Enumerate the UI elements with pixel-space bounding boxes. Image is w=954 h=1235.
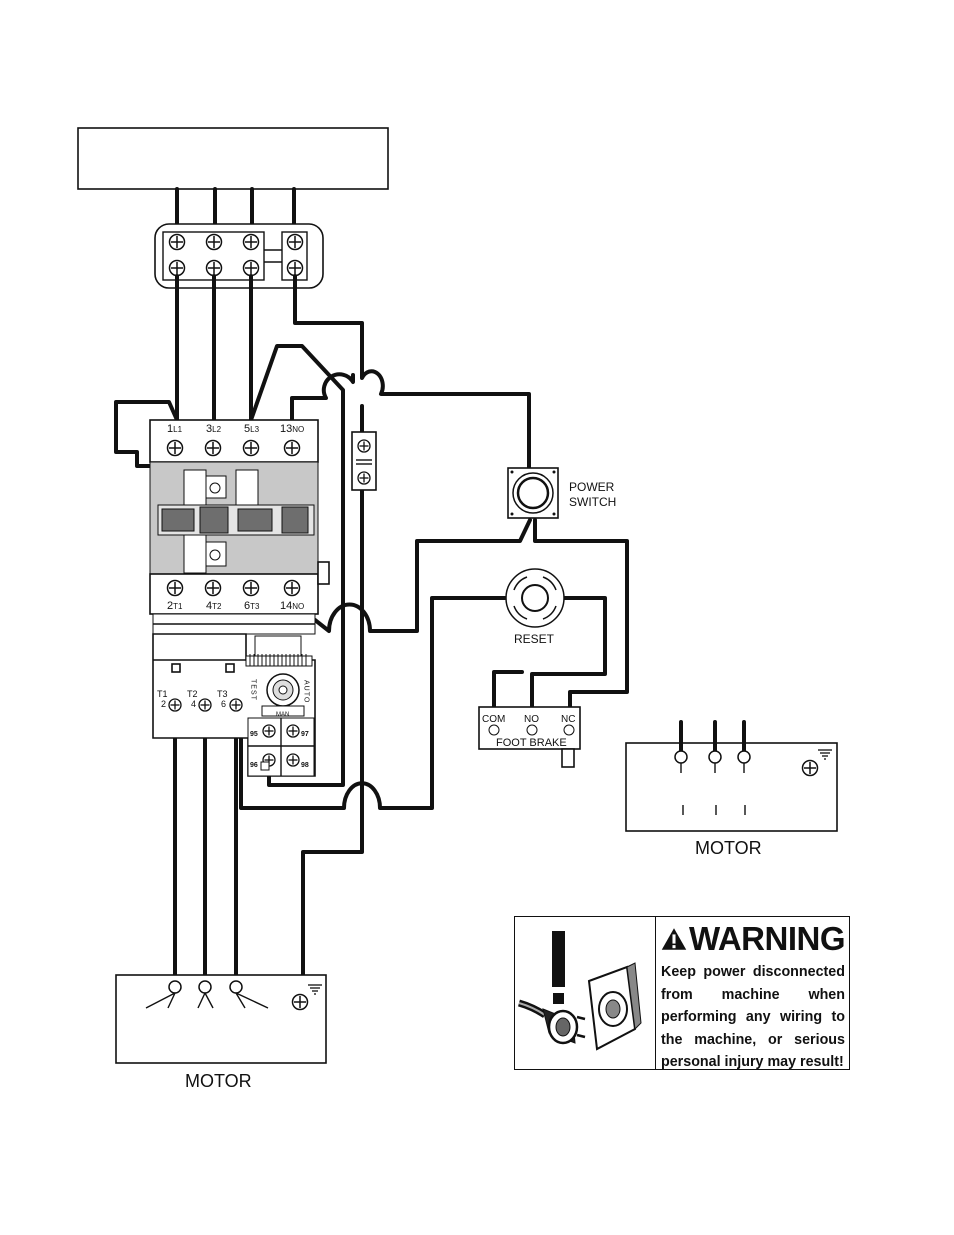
warning-text-block: WARNING Keep power disconnected from mac… — [655, 917, 849, 1069]
svg-text:6: 6 — [221, 699, 226, 709]
svg-text:4: 4 — [191, 699, 196, 709]
foot-brake-com: COM — [482, 714, 505, 725]
warning-panel: WARNING Keep power disconnected from mac… — [514, 916, 850, 1070]
svg-text:14NO: 14NO — [280, 600, 304, 612]
svg-text:MAN: MAN — [276, 712, 289, 718]
svg-text:3L2: 3L2 — [206, 423, 222, 435]
svg-text:5L3: 5L3 — [244, 423, 260, 435]
inline-terminal — [352, 432, 376, 490]
plug-outlet-illustration — [515, 917, 653, 1069]
power-switch-label-1: POWER — [569, 480, 615, 494]
reset-button — [506, 569, 564, 627]
svg-text:T3: T3 — [217, 689, 228, 699]
warning-triangle-icon — [661, 924, 687, 954]
svg-text:T1: T1 — [157, 689, 168, 699]
svg-text:13NO: 13NO — [280, 423, 304, 435]
power-switch — [508, 468, 558, 518]
foot-brake-nc: NC — [561, 714, 575, 725]
svg-text:T2: T2 — [187, 689, 198, 699]
motor-main — [116, 975, 326, 1063]
svg-text:98: 98 — [301, 762, 309, 769]
svg-text:95: 95 — [250, 731, 258, 738]
svg-text:96: 96 — [250, 762, 258, 769]
power-switch-label-2: SWITCH — [569, 495, 616, 509]
svg-text:97: 97 — [301, 731, 309, 738]
warning-body: Keep power disconnected from machine whe… — [661, 961, 845, 1074]
power-source-box — [78, 128, 388, 189]
foot-brake-no: NO — [524, 714, 539, 725]
motor-small — [626, 722, 837, 831]
svg-text:2: 2 — [161, 699, 166, 709]
terminal-block — [155, 224, 323, 288]
reset-label: RESET — [514, 632, 555, 646]
svg-text:TEST: TEST — [250, 679, 257, 701]
svg-text:6T3: 6T3 — [244, 600, 260, 612]
motor-small-label: MOTOR — [695, 838, 762, 858]
svg-text:2T1: 2T1 — [167, 600, 183, 612]
warning-title: WARNING — [661, 921, 845, 957]
svg-text:1L1: 1L1 — [167, 423, 183, 435]
svg-text:AUTO: AUTO — [303, 680, 310, 703]
svg-text:4T2: 4T2 — [206, 600, 222, 612]
foot-brake-label: FOOT BRAKE — [496, 737, 567, 749]
motor-main-label: MOTOR — [185, 1071, 252, 1091]
reset-to-com-wire — [494, 672, 522, 706]
